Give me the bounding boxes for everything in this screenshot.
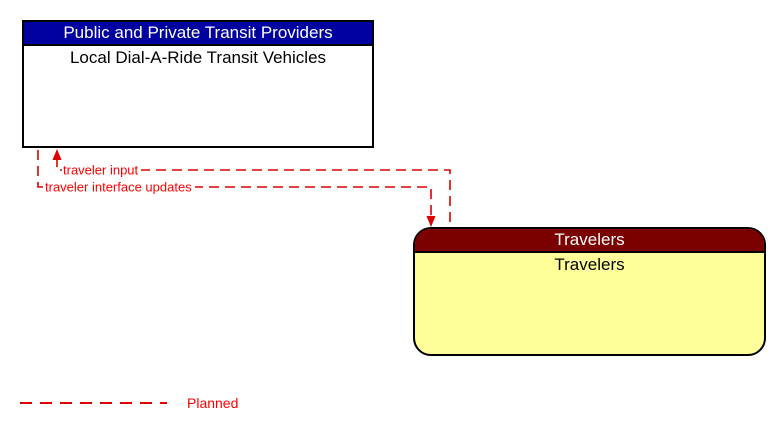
arrow-up-icon: [52, 149, 62, 160]
transit-providers-box-body: Local Dial-A-Ride Transit Vehicles: [69, 48, 327, 67]
transit-providers-box[interactable]: Public and Private Transit Providers Loc…: [22, 20, 374, 148]
travelers-box-body: Travelers: [554, 255, 625, 274]
legend-planned-label: Planned: [187, 395, 239, 411]
flow-label-traveler-input[interactable]: traveler input: [62, 162, 142, 178]
travelers-box[interactable]: Travelers Travelers: [413, 227, 766, 356]
transit-providers-box-header: Public and Private Transit Providers: [24, 22, 372, 46]
flow-label-traveler-interface-updates[interactable]: traveler interface updates: [44, 179, 195, 195]
flow-line-traveler-interface-updates: [37, 150, 432, 217]
travelers-box-header: Travelers: [415, 229, 764, 253]
flow-line-traveler-input: [56, 157, 451, 226]
arrow-down-icon: [426, 216, 436, 227]
